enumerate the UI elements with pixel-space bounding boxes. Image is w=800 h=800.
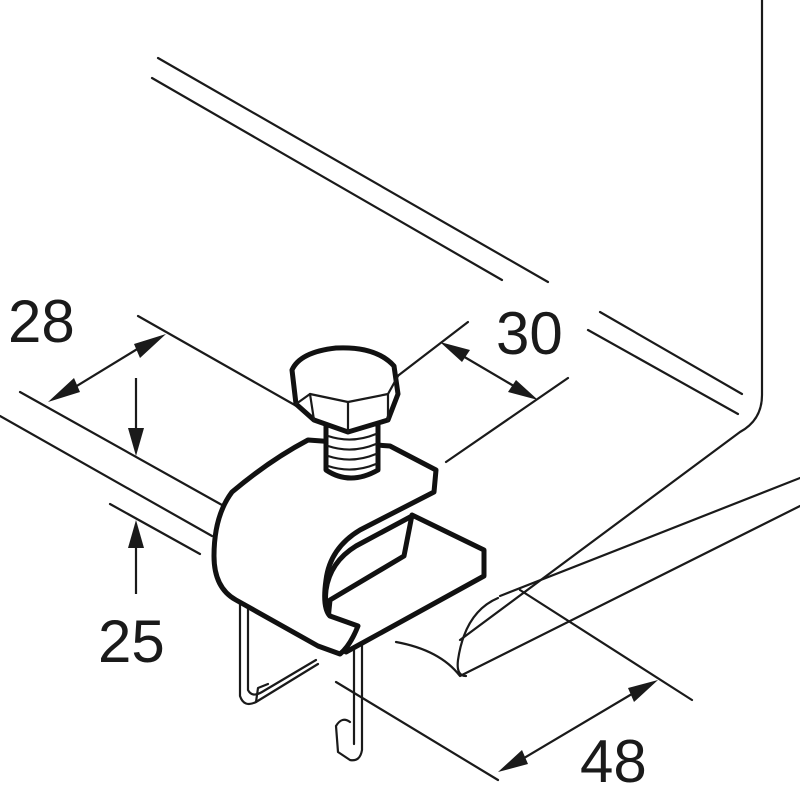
bolt-head-edge-2 bbox=[308, 392, 316, 422]
flange-lip bbox=[456, 596, 500, 678]
c-body-inner bbox=[323, 513, 415, 619]
dim-30-arrow-b bbox=[508, 380, 538, 400]
dim-label-25: 25 bbox=[98, 608, 165, 675]
bolt bbox=[289, 345, 401, 481]
ext-30-a bbox=[393, 320, 470, 380]
extension-lines bbox=[108, 314, 694, 782]
flange-top-line-2 bbox=[150, 76, 504, 282]
beam-web-edge bbox=[458, 0, 764, 642]
clamp-body bbox=[211, 437, 487, 657]
clip-leg-right bbox=[334, 620, 364, 762]
dim-25-arrow-bottom bbox=[128, 520, 144, 548]
dimension-30 bbox=[440, 342, 538, 400]
ext-48-b bbox=[334, 680, 500, 782]
dim-label-30: 30 bbox=[496, 300, 563, 367]
flange-near-edge-1 bbox=[0, 414, 214, 538]
dim-28-arrow-b bbox=[134, 334, 166, 358]
flange-top-line-4 bbox=[586, 328, 740, 416]
dim-28-arrow-a bbox=[48, 378, 80, 402]
clip-leg-left-inner bbox=[246, 606, 318, 696]
flange-near-edge-2 bbox=[18, 390, 224, 507]
dimension-28 bbox=[48, 334, 166, 402]
dim-label-28: 28 bbox=[8, 288, 75, 355]
dim-48-arrow-b bbox=[628, 680, 658, 702]
dim-label-48: 48 bbox=[580, 728, 647, 795]
dimension-48 bbox=[498, 680, 658, 772]
ext-28-bottom bbox=[108, 502, 202, 556]
ext-28-top bbox=[136, 314, 302, 410]
bolt-head bbox=[289, 345, 401, 435]
flange-top-line-3 bbox=[598, 310, 744, 396]
dim-25-arrow-top bbox=[128, 428, 144, 456]
flange-top-line-1 bbox=[156, 56, 550, 284]
dim-48-line bbox=[513, 687, 643, 765]
ext-30-b bbox=[444, 376, 570, 464]
dim-30-arrow-a bbox=[440, 342, 470, 362]
dim-48-arrow-a bbox=[498, 750, 528, 772]
flange-lower-edge-1 bbox=[498, 476, 800, 598]
beam-flange bbox=[0, 0, 800, 678]
flange-lower-edge-2 bbox=[394, 504, 800, 678]
ext-48-a bbox=[518, 588, 694, 702]
clip-foot-left bbox=[254, 682, 270, 704]
dimension-25 bbox=[128, 378, 144, 594]
bolt-threads bbox=[326, 432, 378, 471]
